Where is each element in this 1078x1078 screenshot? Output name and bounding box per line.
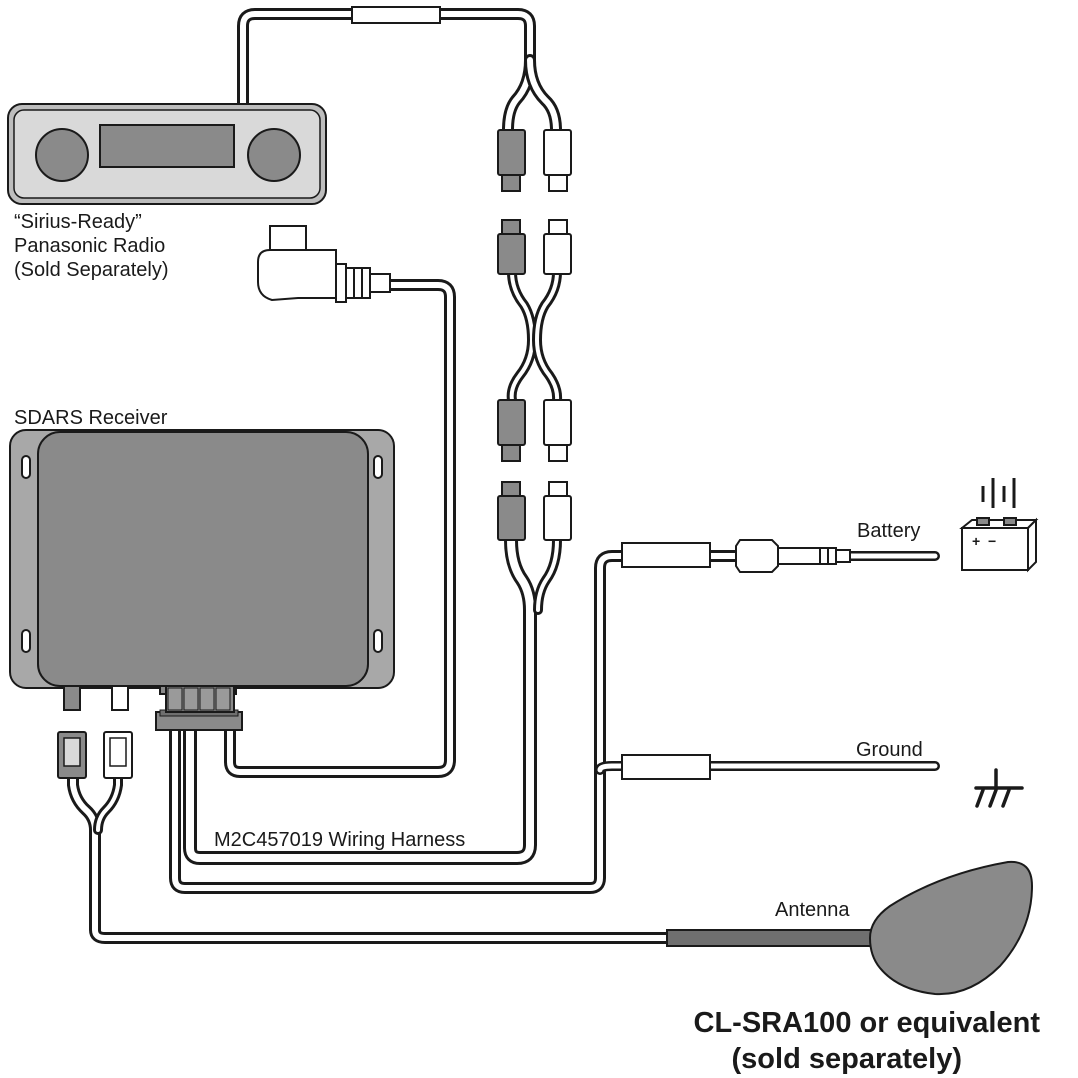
receiver-port-dark (63, 685, 81, 711)
battery-lead (621, 539, 851, 573)
connector-dark-3 (497, 399, 526, 446)
harness-middle-cable (506, 267, 563, 405)
antenna-icon (666, 860, 1034, 996)
power-cable (169, 550, 940, 894)
receiver-port-white (111, 685, 129, 711)
connector-white-2 (543, 233, 572, 275)
antenna-model-line2: (sold separately) (732, 1043, 962, 1075)
battery-minus-sign: − (988, 533, 996, 549)
panasonic-radio (7, 6, 441, 205)
harness-label: M2C457019 Wiring Harness (214, 829, 465, 851)
battery-plus-sign: + (972, 533, 980, 549)
sdars-receiver (9, 429, 395, 711)
antenna-plugs (57, 731, 133, 779)
receiver-label: SDARS Receiver (14, 407, 168, 429)
harness-connectors (497, 129, 572, 541)
antenna-label: Antenna (775, 899, 850, 921)
battery-symbol-icon (981, 478, 1016, 508)
radio-label: “Sirius-Ready” Panasonic Radio (Sold Sep… (14, 211, 169, 281)
connector-white-4 (543, 495, 572, 541)
connector-white-3 (543, 399, 572, 446)
radio-display (99, 124, 235, 168)
radio-right-knob (247, 128, 301, 182)
antenna-cable (67, 769, 676, 944)
cables (67, 8, 940, 944)
connector-dark-1 (497, 129, 526, 176)
connector-dark-2 (497, 233, 526, 275)
antenna-model-line1: CL-SRA100 or equivalent (694, 1007, 1041, 1039)
radio-side-cable (224, 279, 456, 778)
connector-dark-4 (497, 495, 526, 541)
mount-slot-tr (373, 455, 383, 479)
radio-label-line2: Panasonic Radio (14, 235, 165, 257)
radio-label-line3: (Sold Separately) (14, 259, 169, 281)
ground-label: Ground (856, 739, 923, 761)
radio-cable-clip (351, 6, 441, 24)
radio-label-line1: “Sirius-Ready” (14, 211, 142, 233)
battery-label: Battery (857, 520, 920, 542)
harness-main-connector (155, 685, 243, 731)
antenna-cable-sleeve (666, 929, 878, 947)
angled-radio-connector (257, 225, 391, 303)
ground-symbol-icon (974, 768, 1024, 808)
harness-main-cable (183, 533, 562, 865)
battery-icon: + − (959, 517, 1039, 573)
connector-white-1 (543, 129, 572, 176)
ground-fuse (621, 754, 711, 780)
radio-left-knob (35, 128, 89, 182)
mount-slot-tl (21, 455, 31, 479)
mount-slot-bl (21, 629, 31, 653)
radio-cable (237, 8, 562, 136)
mount-slot-br (373, 629, 383, 653)
